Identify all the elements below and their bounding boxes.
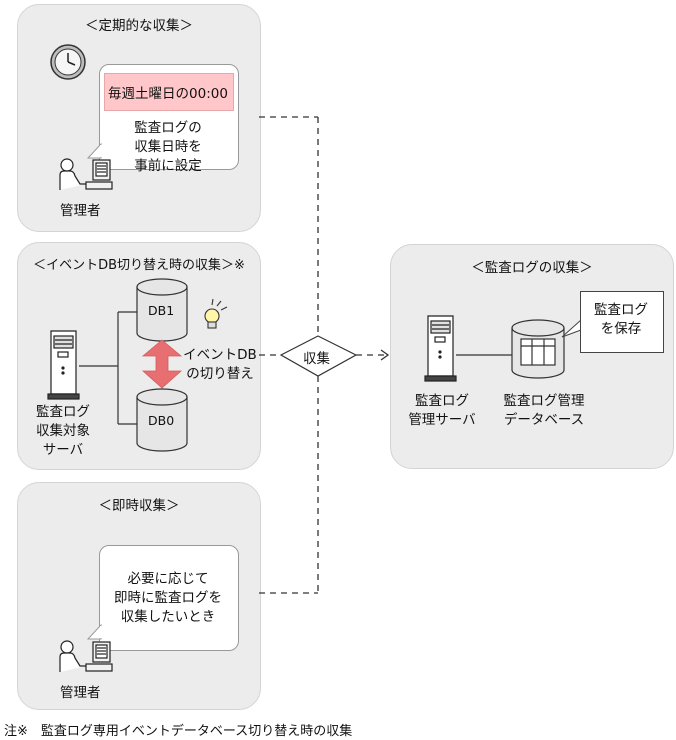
result-speech-bubble: [580, 291, 664, 353]
collect-label: 収集: [303, 351, 330, 367]
footnote: 注※ 監査ログ専用イベントデータベース切り替え時の収集: [4, 724, 353, 739]
audit-log-database-icon: [511, 319, 565, 379]
db0-label: DB0: [148, 413, 175, 428]
schedule-text: 毎週土曜日の00:00: [108, 86, 228, 102]
target-server-label: 監査ログ 収集対象 サーバ: [36, 404, 90, 458]
clock-icon: [50, 44, 86, 80]
db0-cylinder: [136, 388, 188, 452]
periodic-bubble-tail: [86, 142, 102, 159]
server-icon: [47, 330, 80, 400]
admin-user-icon: [59, 158, 113, 190]
instant-panel-title: ＜即時収集＞: [98, 498, 180, 514]
collect-arrowhead: [380, 349, 390, 361]
db1-cylinder: [136, 278, 188, 342]
management-server-label: 監査ログ 管理サーバ: [408, 393, 476, 428]
instant-speech-bubble: [99, 545, 239, 651]
schedule-highlight: [104, 73, 234, 111]
audit-db-label: 監査ログ管理 データベース: [503, 393, 585, 428]
result-bubble-tail: [561, 318, 582, 338]
result-bubble-text: 監査ログ を保存: [594, 302, 648, 337]
result-panel-title: ＜監査ログの収集＞: [471, 260, 593, 276]
admin-user-icon-2: [59, 640, 113, 672]
lightbulb-icon: [204, 298, 228, 329]
periodic-description: 監査ログの 収集日時を 事前に設定: [134, 120, 202, 174]
switch-caption: イベントDB の切り替え: [183, 347, 257, 382]
db1-label: DB1: [148, 303, 175, 318]
instant-bubble-tail: [86, 623, 102, 640]
collection-dashed-lines: [259, 116, 388, 594]
switch-double-arrow: [141, 339, 183, 389]
instant-description: 必要に応じて 即時に監査ログを 収集したいとき: [114, 571, 222, 625]
collect-diamond: [279, 335, 358, 377]
instant-admin-label: 管理者: [60, 685, 101, 701]
periodic-panel-title: ＜定期的な収集＞: [85, 18, 193, 34]
server-db-connector: [79, 311, 137, 425]
periodic-admin-label: 管理者: [60, 203, 101, 219]
management-server-icon: [424, 315, 457, 382]
db-switch-panel-title: ＜イベントDB切り替え時の収集＞※: [33, 258, 245, 273]
